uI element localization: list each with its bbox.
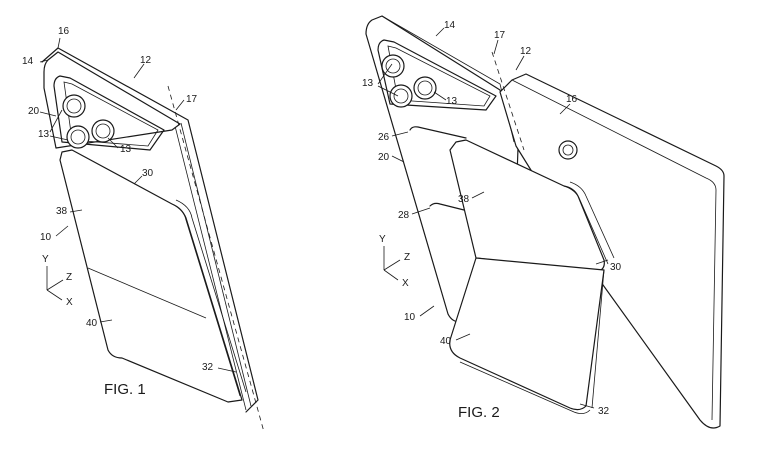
camera-lens-icon — [381, 54, 405, 78]
ref-label: 28 — [398, 210, 410, 221]
fold-axis — [491, 51, 525, 151]
phone-front-half — [499, 73, 725, 429]
ref-label: 12 — [140, 55, 152, 66]
figure-caption: FIG. 2 — [458, 404, 500, 421]
camera-lens-icon — [558, 140, 578, 160]
ref-label: 10 — [40, 232, 52, 243]
ref-label: 14 — [444, 20, 456, 31]
axis-label-x: X — [402, 278, 409, 289]
ref-label: 40 — [86, 318, 98, 329]
axis-label-x: X — [66, 297, 73, 308]
ref-label: 13 — [362, 78, 374, 89]
ref-label: 17 — [494, 30, 506, 41]
slot-28 — [429, 202, 489, 217]
axis-label-z: Z — [66, 272, 72, 283]
ref-label: 30 — [610, 262, 622, 273]
axis-label-z: Z — [404, 252, 410, 263]
ref-label: 30 — [142, 168, 154, 179]
camera-lens-icon — [91, 119, 115, 143]
figure-2: 14 17 12 13 13 16 26 20 38 28 30 10 40 3… — [362, 15, 725, 429]
ref-label: 20 — [378, 152, 390, 163]
camera-plate — [377, 39, 497, 111]
ref-label: 13 — [120, 144, 132, 155]
ref-label: 12 — [520, 46, 532, 57]
ref-label: 16 — [58, 26, 70, 37]
figure-1: 16 14 12 17 20 13 13 30 38 10 40 32 Y Z … — [22, 26, 265, 433]
ref-label: 14 — [22, 56, 34, 67]
ref-label: 20 — [28, 106, 40, 117]
fold-axis — [167, 85, 265, 433]
axis-triad: Y Z X — [379, 234, 410, 289]
axis-label-y: Y — [379, 234, 386, 245]
ref-label: 13 — [446, 96, 458, 107]
ref-label: 13 — [38, 129, 50, 140]
camera-lens-icon — [413, 76, 437, 100]
ref-label: 38 — [56, 206, 68, 217]
stand-panel-lower — [449, 257, 605, 411]
phone-edge-outer — [41, 47, 259, 413]
hinge-line — [87, 267, 207, 319]
ref-label: 38 — [458, 194, 470, 205]
figure-caption: FIG. 1 — [104, 381, 146, 398]
slot-26 — [409, 126, 467, 139]
ref-label: 10 — [404, 312, 416, 323]
camera-lens-icon — [66, 125, 90, 149]
camera-lens-icon — [389, 84, 413, 108]
stand-panel — [59, 149, 243, 403]
axis-label-y: Y — [42, 254, 49, 265]
axis-triad: Y Z X — [42, 254, 73, 308]
ref-label: 17 — [186, 94, 198, 105]
camera-plate — [53, 75, 165, 151]
ref-label: 26 — [378, 132, 390, 143]
ref-label: 32 — [598, 406, 610, 417]
ref-label: 32 — [202, 362, 214, 373]
camera-lens-icon — [62, 94, 86, 118]
ref-label: 40 — [440, 336, 452, 347]
ref-label: 16 — [566, 94, 578, 105]
